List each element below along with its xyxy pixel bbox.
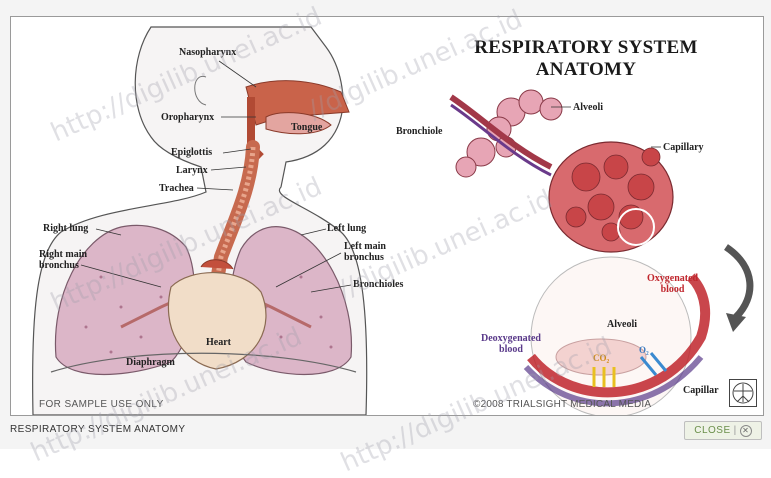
label-left-lung: Left lung <box>327 223 366 234</box>
image-caption: RESPIRATORY SYSTEM ANATOMY <box>10 424 185 435</box>
anatomy-diagram: RESPIRATORY SYSTEM ANATOMY Nasopharynx O… <box>10 16 764 416</box>
title-line-2: ANATOMY <box>416 59 756 81</box>
sample-use-notice: FOR SAMPLE USE ONLY <box>39 399 164 410</box>
curved-arrow <box>726 247 750 317</box>
label-trachea: Trachea <box>159 183 194 194</box>
label-oxygenated-blood: Oxygenated blood <box>647 273 698 295</box>
close-separator: | <box>734 425 737 436</box>
label-bronchiole: Bronchiole <box>396 126 442 137</box>
copyright-notice: ©2008 TRIALSIGHT MEDICAL MEDIA <box>473 399 651 410</box>
label-diaphragm: Diaphragm <box>126 357 175 368</box>
label-deoxygenated-blood: Deoxygenated blood <box>481 333 541 355</box>
label-left-main-bronchus: Left main bronchus <box>344 241 386 263</box>
label-tongue: Tongue <box>291 122 322 133</box>
label-larynx: Larynx <box>176 165 208 176</box>
label-capillary: Capillary <box>663 142 704 153</box>
close-button[interactable]: CLOSE | ✕ <box>684 421 762 440</box>
label-co2: CO₂ <box>593 353 609 364</box>
label-o2: O₂ <box>639 345 649 356</box>
title-line-1: RESPIRATORY SYSTEM <box>416 37 756 59</box>
label-heart: Heart <box>206 337 231 348</box>
label-alveoli-bottom: Alveoli <box>607 319 637 330</box>
label-alveoli-top: Alveoli <box>573 102 603 113</box>
label-right-lung: Right lung <box>43 223 88 234</box>
close-circle-icon: ✕ <box>740 425 752 437</box>
label-nasopharynx: Nasopharynx <box>179 47 236 58</box>
label-oropharynx: Oropharynx <box>161 112 214 123</box>
label-epiglottis: Epiglottis <box>171 147 212 158</box>
image-viewer: RESPIRATORY SYSTEM ANATOMY Nasopharynx O… <box>0 0 771 449</box>
diagram-title: RESPIRATORY SYSTEM ANATOMY <box>416 37 756 81</box>
close-button-label: CLOSE <box>694 425 730 436</box>
label-right-main-bronchus: Right main bronchus <box>39 249 87 271</box>
label-capillary-bottom: Capillar <box>683 385 719 396</box>
vitruvian-logo-icon <box>729 379 757 407</box>
label-bronchioles: Bronchioles <box>353 279 403 290</box>
